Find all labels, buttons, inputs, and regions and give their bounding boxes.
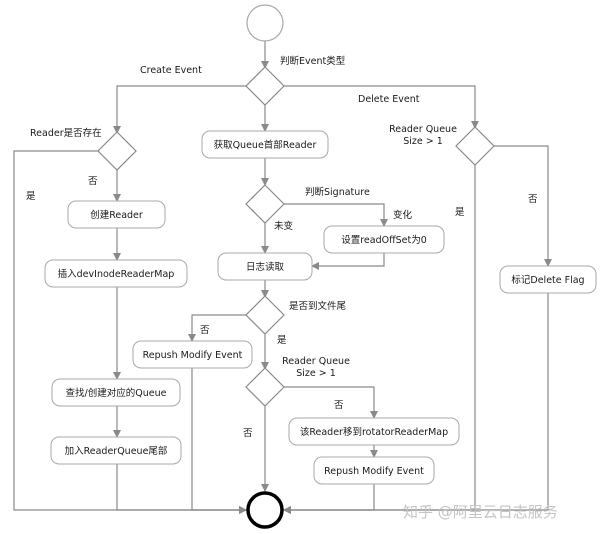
process-get-queue-head-text: 获取Queue首部Reader <box>214 139 317 151</box>
connectors <box>13 41 552 514</box>
process-repush-modify-1: Repush Modify Event <box>132 340 253 369</box>
process-move-rotator-text: 该Reader移到rotatorReaderMap <box>300 426 448 438</box>
process-create-reader: 创建Reader <box>67 200 166 229</box>
process-add-queue-tail-text: 加入ReaderQueue尾部 <box>65 445 168 457</box>
label-judge-signature: 判断Signature <box>305 186 370 198</box>
process-create-reader-text: 创建Reader <box>90 209 143 221</box>
process-insert-map: 插入devInodeReaderMap <box>44 259 188 288</box>
label-changed: 变化 <box>393 209 413 221</box>
process-read-log-text: 日志读取 <box>246 261 285 273</box>
process-move-rotator: 该Reader移到rotatorReaderMap <box>288 417 460 446</box>
process-insert-map-text: 插入devInodeReaderMap <box>58 268 175 280</box>
decision-queue-size-mid <box>245 367 285 407</box>
label-yes-right: 是 <box>455 207 465 218</box>
decision-queue-size-right <box>455 126 495 166</box>
process-repush-modify-1-text: Repush Modify Event <box>143 350 243 361</box>
end-node <box>246 491 284 529</box>
process-repush-modify-2-text: Repush Modify Event <box>324 466 424 477</box>
label-yes-left: 是 <box>26 191 36 202</box>
label-delete-event: Delete Event <box>358 94 420 105</box>
label-unchanged: 未变 <box>274 220 294 232</box>
decision-event-type <box>245 66 285 106</box>
process-mark-delete-text: 标记Delete Flag <box>511 274 584 286</box>
process-set-offset-text: 设置readOffSet为0 <box>341 234 427 246</box>
start-node <box>246 4 284 42</box>
decision-signature <box>245 184 285 224</box>
label-no-move: 否 <box>334 400 344 411</box>
label-no-repush: 否 <box>200 325 210 336</box>
label-yes-eof: 是 <box>277 335 287 346</box>
watermark-text: 知乎 @阿里云日志服务 <box>403 503 558 521</box>
label-no-bottom: 否 <box>243 428 253 439</box>
process-set-offset: 设置readOffSet为0 <box>323 225 445 254</box>
decision-eof <box>245 295 285 335</box>
process-find-queue-text: 查找/创建对应的Queue <box>66 387 167 399</box>
label-eof-question: 是否到文件尾 <box>289 300 346 312</box>
label-create-event: Create Event <box>140 65 202 76</box>
label-judge-event-type: 判断Event类型 <box>280 55 346 67</box>
process-mark-delete: 标记Delete Flag <box>499 265 597 294</box>
label-no-create: 否 <box>88 176 98 187</box>
process-read-log: 日志读取 <box>217 252 313 281</box>
process-get-queue-head: 获取Queue首部Reader <box>201 130 329 159</box>
decision-reader-exists <box>97 131 137 171</box>
label-reader-exists: Reader是否存在 <box>30 127 102 139</box>
edge-labels: 判断Event类型 Create Event Delete Event Read… <box>26 55 538 439</box>
process-repush-modify-2: Repush Modify Event <box>313 456 435 485</box>
process-find-queue: 查找/创建对应的Queue <box>51 378 181 407</box>
process-add-queue-tail: 加入ReaderQueue尾部 <box>50 436 182 465</box>
label-no-right: 否 <box>528 194 538 205</box>
